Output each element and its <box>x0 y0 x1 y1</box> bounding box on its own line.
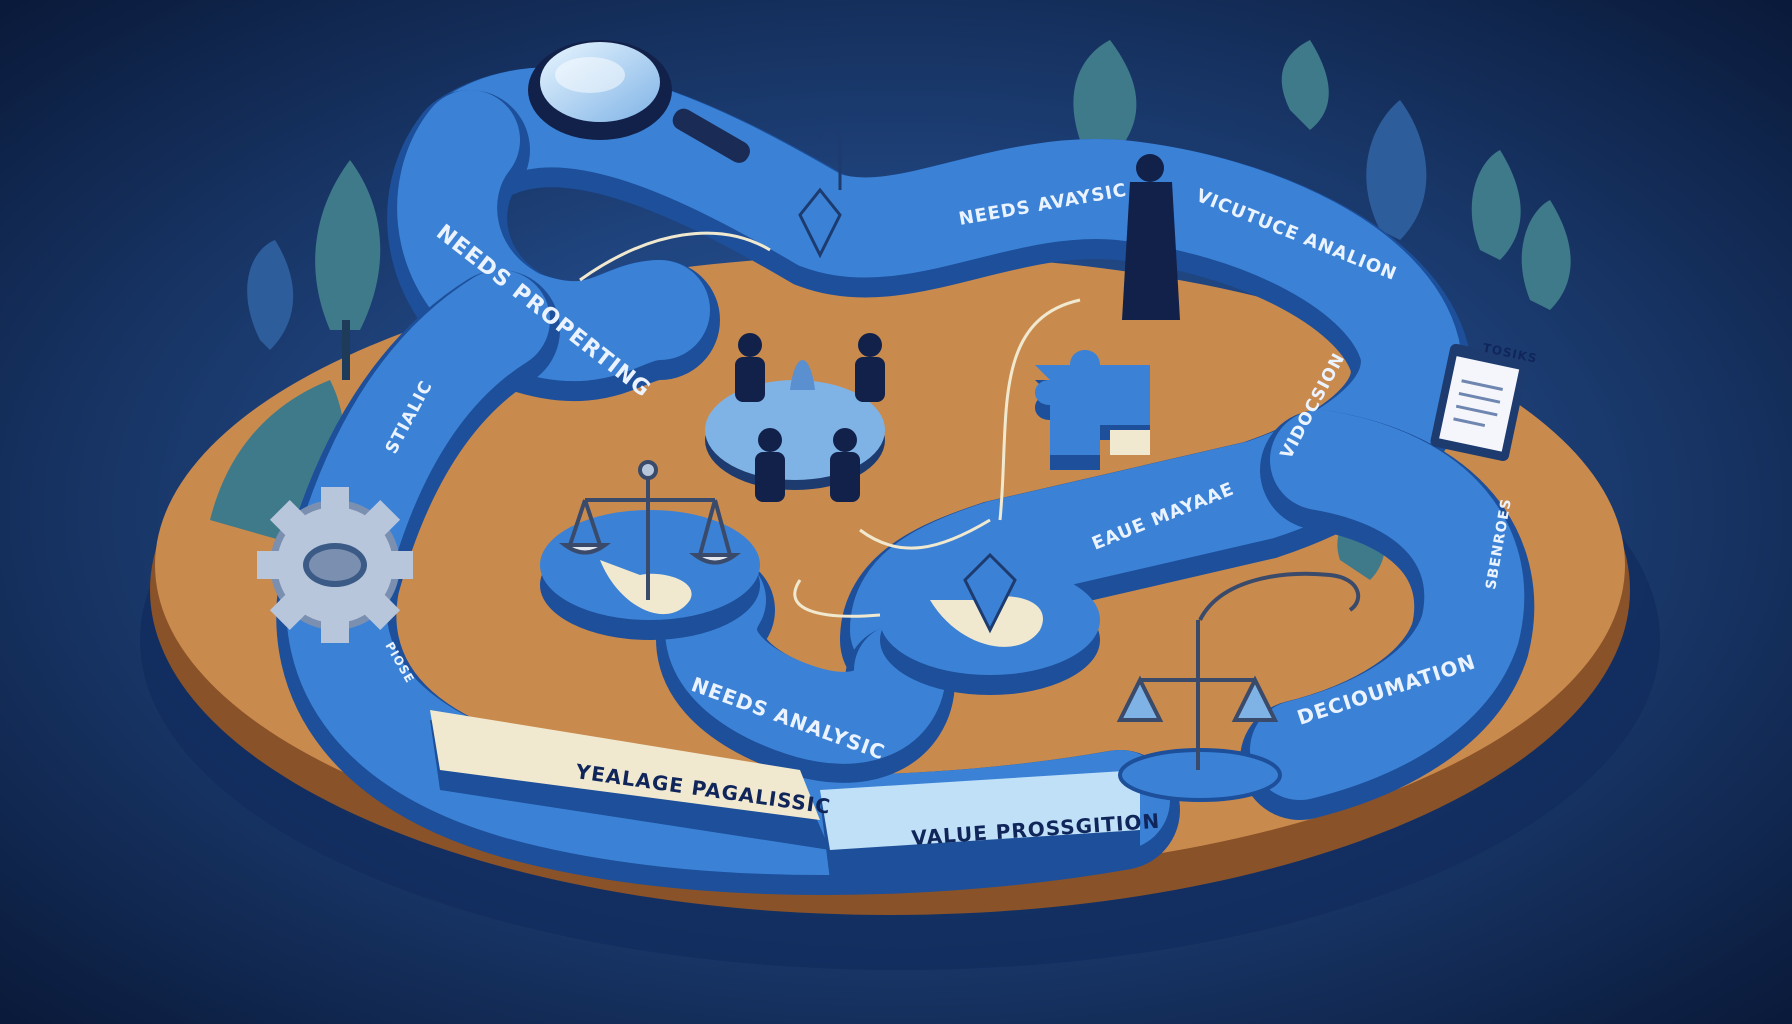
gear-icon <box>257 487 413 643</box>
person-icon <box>735 333 885 502</box>
puzzle-segment-yealage <box>430 710 830 850</box>
pen-nib-icon <box>798 127 1017 634</box>
magnifying-glass-icon <box>528 40 750 163</box>
person-icon <box>1122 154 1180 320</box>
puzzle-piece-icon <box>1035 350 1150 470</box>
scales-icon <box>558 460 742 600</box>
scales-icon <box>1116 571 1361 802</box>
connector-arrows <box>579 231 1081 618</box>
puzzle-segment-value <box>820 770 1140 880</box>
